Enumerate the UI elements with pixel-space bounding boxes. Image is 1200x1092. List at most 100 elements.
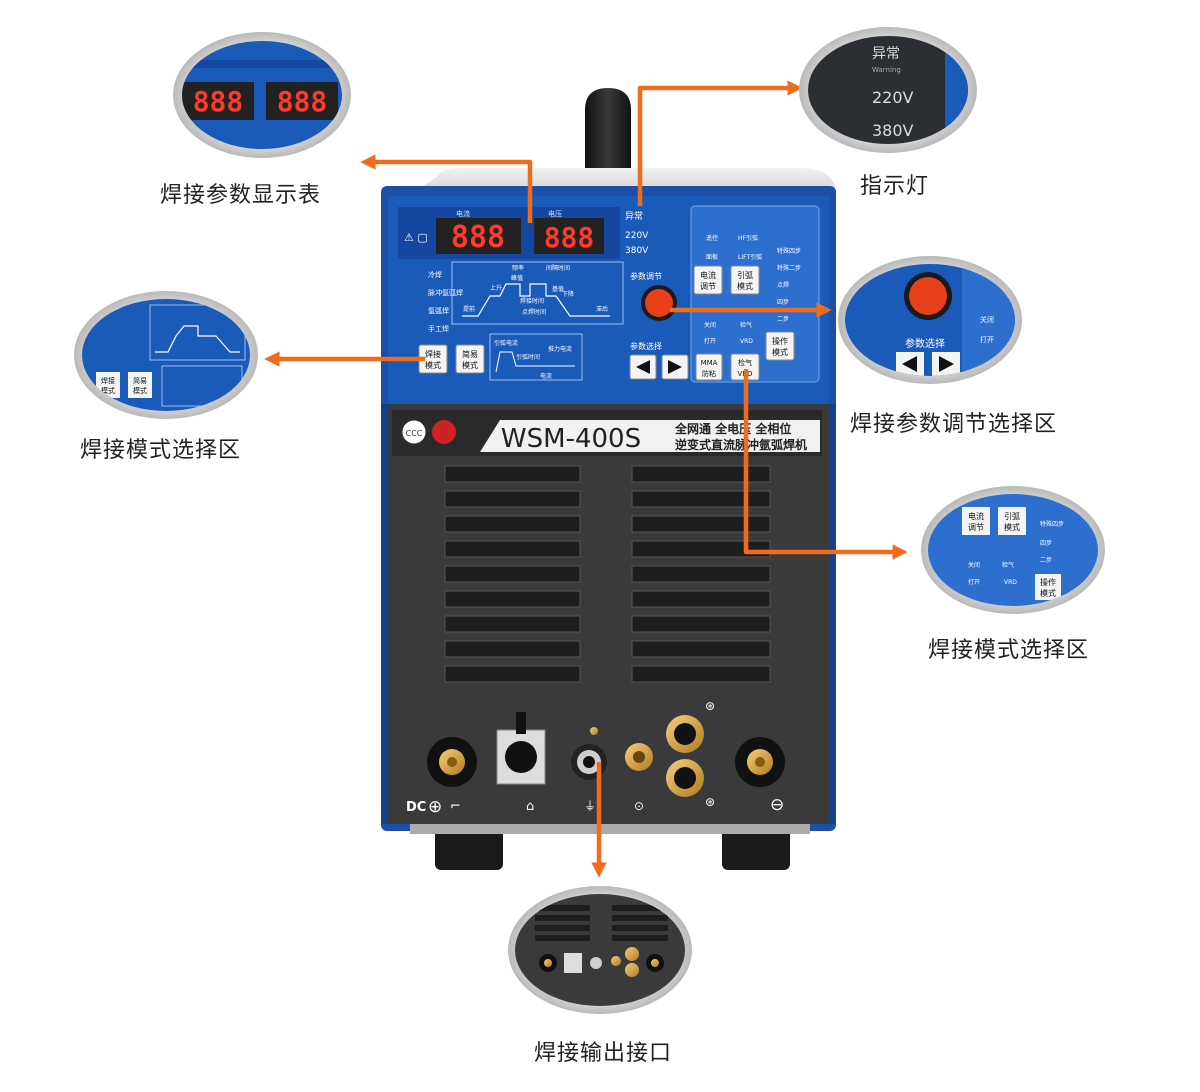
vent-slat (535, 935, 590, 941)
vent-slat (444, 590, 581, 608)
vent-slat (631, 565, 771, 583)
svg-text:检气: 检气 (1002, 561, 1014, 569)
vent-slat (631, 615, 771, 633)
mma-arc-time-label: 引弧时间 (516, 353, 540, 361)
negative-symbol-icon: ⊖ (770, 795, 784, 815)
mma-anti-stick-button[interactable]: MMA 防粘 (695, 353, 723, 381)
vent-slat (535, 925, 590, 931)
callout-output: 焊接输出接口 (534, 1041, 673, 1066)
special-2step-label: 特殊二步 (777, 264, 801, 272)
param-next-button[interactable] (661, 354, 689, 380)
current-display (436, 218, 521, 254)
vent-slat (535, 915, 590, 921)
svg-text:异常: 异常 (872, 46, 900, 62)
spot-label: 点焊 (777, 281, 789, 289)
param-adjust-knob[interactable] (645, 289, 673, 317)
vent-slat (612, 935, 668, 941)
svg-text:操作: 操作 (772, 336, 788, 346)
svg-text:防粘: 防粘 (702, 369, 716, 378)
vent-slat (444, 665, 581, 683)
front-foot-right (722, 826, 790, 870)
foot-pedal-icon: ⌂ (526, 799, 534, 814)
svg-text:检气: 检气 (738, 358, 752, 367)
output-terminal-negative (735, 737, 785, 787)
svg-text:电流: 电流 (968, 511, 984, 521)
vent-slat (535, 905, 590, 911)
vent-slat (444, 515, 581, 533)
wave-upslope-label: 上升 (490, 284, 502, 292)
arc-mode-button[interactable]: 引弧 模式 (730, 265, 760, 295)
tagline-2: 逆变式直流脉冲氩弧焊机 (675, 437, 807, 452)
gas-outlet-connector (625, 743, 653, 771)
svg-text:模式: 模式 (133, 386, 147, 395)
mma-arc-current-label: 引弧电流 (494, 339, 518, 347)
svg-text:四步: 四步 (1040, 539, 1052, 547)
indicator-220v: 220V (625, 231, 649, 241)
name-plate (480, 420, 820, 452)
vent-slat (612, 915, 668, 921)
vent-slat (444, 540, 581, 558)
svg-text:模式: 模式 (1004, 522, 1020, 532)
svg-text:模式: 模式 (737, 281, 753, 291)
gas-out-icon: ⊛ (705, 795, 715, 809)
vent-slat (444, 465, 581, 483)
svg-text:调节: 调节 (700, 282, 716, 291)
wave-weld-time-label: 焊接时间 (520, 297, 544, 305)
vent-slat (444, 565, 581, 583)
current-adjust-button[interactable]: 电流 调节 (693, 265, 723, 295)
mode-tig: 氩弧焊 (428, 306, 449, 315)
wave-pre-gas-label: 提前 (463, 305, 475, 313)
carry-handle (585, 88, 631, 180)
zoom-bubble-display: 888 888 (173, 32, 351, 158)
wave-interval-label: 间隔时间 (546, 264, 570, 272)
simple-mode-button[interactable]: 简易 模式 (455, 344, 485, 374)
svg-text:模式: 模式 (425, 360, 441, 370)
svg-text:焊接: 焊接 (425, 349, 441, 359)
arrow-mode-right (743, 369, 908, 560)
param-select-label: 参数选择 (630, 341, 662, 351)
vent-slat (631, 640, 771, 658)
wave-post-gas-label: 滞后 (596, 305, 608, 313)
callout-arrows (264, 80, 908, 878)
wave-peak-label: 峰值 (511, 274, 523, 282)
arrow-display-meter (360, 154, 533, 223)
vent-slat (444, 490, 581, 508)
zoom-bubble-output (508, 886, 692, 1014)
svg-text:打开: 打开 (980, 335, 994, 344)
operation-mode-button[interactable]: 操作 模式 (765, 331, 795, 361)
remote-label: 遥控 (706, 234, 718, 242)
zoom-bubble-indicator: 异常 Warning 220V 380V (799, 27, 977, 153)
param-adjust-label: 参数调节 (630, 271, 662, 281)
svg-text:焊接: 焊接 (101, 376, 115, 385)
arrow-indicator (637, 80, 803, 206)
vent-slat (631, 590, 771, 608)
left-arrow-icon (636, 360, 650, 374)
svg-text:简易: 简易 (462, 349, 478, 359)
svg-text:380V: 380V (872, 121, 914, 140)
wave-base-label: 基值 (552, 285, 564, 293)
gas-torch-icon: ⊙ (634, 799, 644, 813)
svg-text:220V: 220V (872, 88, 914, 107)
mma-thrust-label: 推力电流 (548, 345, 572, 353)
svg-text:关闭: 关闭 (968, 561, 980, 569)
voltage-display (534, 218, 604, 254)
vent-slat (612, 925, 668, 931)
svg-text:简易: 简易 (133, 376, 147, 385)
remote-control-socket (496, 712, 546, 785)
svg-text:模式: 模式 (1040, 588, 1056, 598)
gas-connectors-pair (666, 715, 704, 797)
param-prev-button[interactable] (629, 354, 657, 380)
hf-arc-label: HF引弧 (738, 234, 758, 242)
svg-text:参数选择: 参数选择 (905, 337, 945, 350)
zoom-bubble-mode-left: 焊接 模式 简易 模式 (74, 291, 258, 419)
svg-text:MMA: MMA (701, 359, 718, 367)
zoom-bubble-param-adjust: 参数选择 关闭 打开 (838, 256, 1022, 384)
current-display-label: 电流 (456, 209, 470, 218)
weld-waveform-panel (451, 261, 624, 325)
front-foot-left (435, 826, 503, 870)
panel-label: 面板 (706, 253, 718, 261)
wave-downslope-label: 下降 (562, 290, 574, 298)
callout-display-meter: 焊接参数显示表 (160, 183, 322, 208)
zoom-bubble-mode-right: 电流 调节 引弧 模式 操作 模式 特殊四步 四步 二步 关闭 检气 VRD 打… (921, 486, 1105, 614)
vent-slat (631, 465, 771, 483)
